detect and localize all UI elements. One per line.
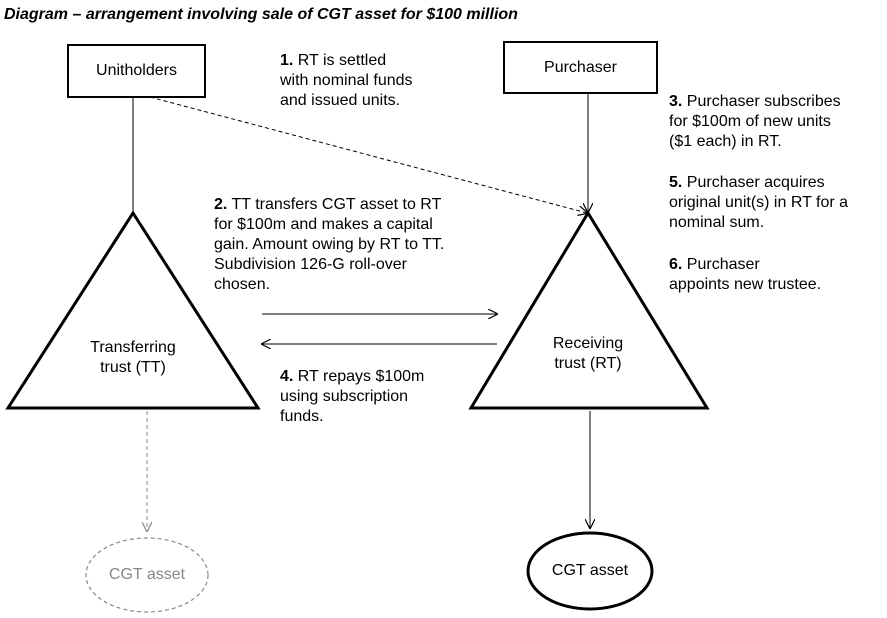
transferring-trust-label: Transferring trust (TT) <box>90 339 176 376</box>
cgt-asset-right-ellipse <box>526 531 654 611</box>
purchaser-box: Purchaser <box>503 41 658 94</box>
step-3-text: 3. Purchaser subscribes for $100m of new… <box>669 93 841 150</box>
cgt-asset-right-label: CGT asset <box>551 562 629 579</box>
cgt-asset-left-label: CGT asset <box>108 566 186 583</box>
purchaser-label: Purchaser <box>544 58 617 76</box>
step-6-text: 6. Purchaser appoints new trustee. <box>669 256 822 293</box>
step-4-text: 4. RT repays $100m using subscription fu… <box>280 368 425 425</box>
diagram-title: Diagram – arrangement involving sale of … <box>4 6 518 23</box>
unitholders-to-rt-dashed-arrow <box>149 96 587 213</box>
step-2-text: 2. TT transfers CGT asset to RT for $100… <box>214 196 445 293</box>
receiving-trust-triangle <box>468 210 710 410</box>
transferring-trust-triangle <box>5 210 261 410</box>
receiving-trust-label: Receiving trust (RT) <box>552 335 624 372</box>
step-1-text: 1. RT is settled with nominal funds and … <box>280 52 413 109</box>
step-5-text: 5. Purchaser acquires original unit(s) i… <box>669 174 849 231</box>
unitholders-label: Unitholders <box>96 62 177 79</box>
unitholders-box: Unitholders <box>67 44 206 98</box>
cgt-asset-left-ellipse <box>85 537 209 613</box>
